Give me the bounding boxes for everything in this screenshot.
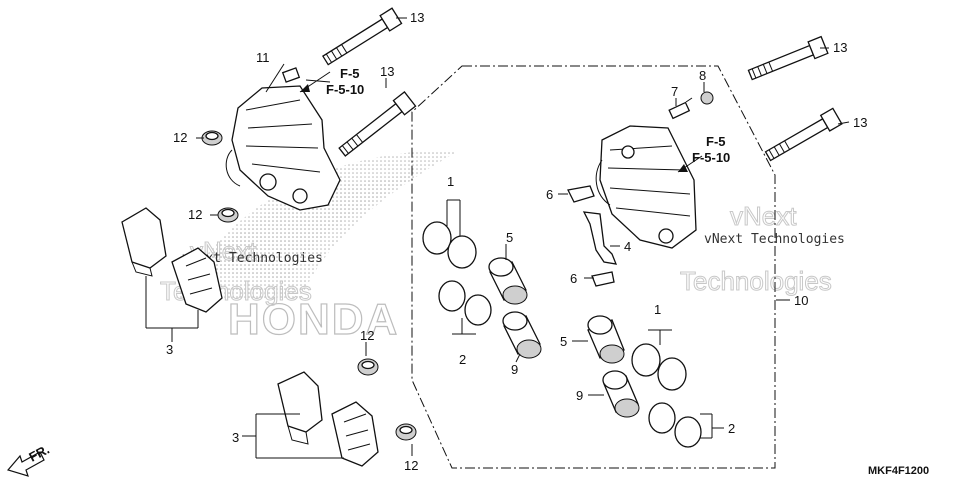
leader-lines [145,17,850,459]
watermark-brand: HONDA [228,295,399,344]
ref-right-2: F-5-10 [692,150,730,165]
callout-3-b: 3 [232,430,239,445]
seal-12-d [395,423,417,441]
piston-seal-set-left [422,221,492,326]
callout-1-b: 1 [654,302,661,317]
callout-6-a: 6 [546,187,553,202]
seal-12-c [357,358,379,376]
bleeder-cap-8 [700,91,714,105]
watermark-company-left: vNext Technologies [182,251,323,266]
watermark-faint-right-2: Technologies [680,266,832,296]
diagram-code: MKF4F1200 [868,465,929,477]
callout-12-a: 12 [173,130,187,145]
seal-12-b [217,207,239,223]
reference-arrows [299,71,703,173]
callout-13-b: 13 [380,64,394,79]
piston-9-left [502,311,542,359]
right-caliper [595,125,697,249]
bolt-13-c [747,35,829,81]
callout-12-d: 12 [404,458,418,473]
piston-5-left [488,257,528,305]
piston-9-right [602,370,640,418]
brake-pad-set-lower [277,371,379,467]
ref-right-1: F-5 [706,134,726,149]
bolt-13-a [322,7,403,66]
callout-7: 7 [671,84,678,99]
pad-pin-6-b [591,271,615,287]
callout-1-a: 1 [447,174,454,189]
honda-watermark: HONDA [175,150,460,345]
bolt-13-b [338,91,417,157]
seal-12-a [201,130,223,146]
callout-13-d: 13 [853,115,867,130]
bleeder-screw-7 [668,97,693,120]
watermark-company-right: vNext Technologies [704,232,845,247]
callout-12-b: 12 [188,207,202,222]
pad-pin-6-a [567,185,595,203]
callout-9-b: 9 [576,388,583,403]
bolt-13-d [764,107,843,162]
callout-4: 4 [624,239,631,254]
callout-13-a: 13 [410,10,424,25]
piston-seal-set-right [631,343,702,448]
ref-left-2: F-5-10 [326,82,364,97]
callout-3-a: 3 [166,342,173,357]
callout-11: 11 [256,50,270,65]
callout-10: 10 [794,293,808,308]
callout-2-b: 2 [728,421,735,436]
front-arrow: FR. [6,442,52,477]
callout-9-a: 9 [511,362,518,377]
ref-left-1: F-5 [340,66,360,81]
callout-6-b: 6 [570,271,577,286]
callout-5-a: 5 [506,230,513,245]
assembly-boundary [411,65,776,469]
callout-8: 8 [699,68,706,83]
callout-13-c: 13 [833,40,847,55]
left-caliper [225,67,341,211]
brake-pad-set-upper [121,207,223,313]
piston-5-right [587,315,625,364]
callout-2-a: 2 [459,352,466,367]
callout-5-b: 5 [560,334,567,349]
pad-spring-4 [582,211,618,265]
callout-12-c: 12 [360,328,374,343]
watermark-faint-right: vNext [730,201,797,231]
